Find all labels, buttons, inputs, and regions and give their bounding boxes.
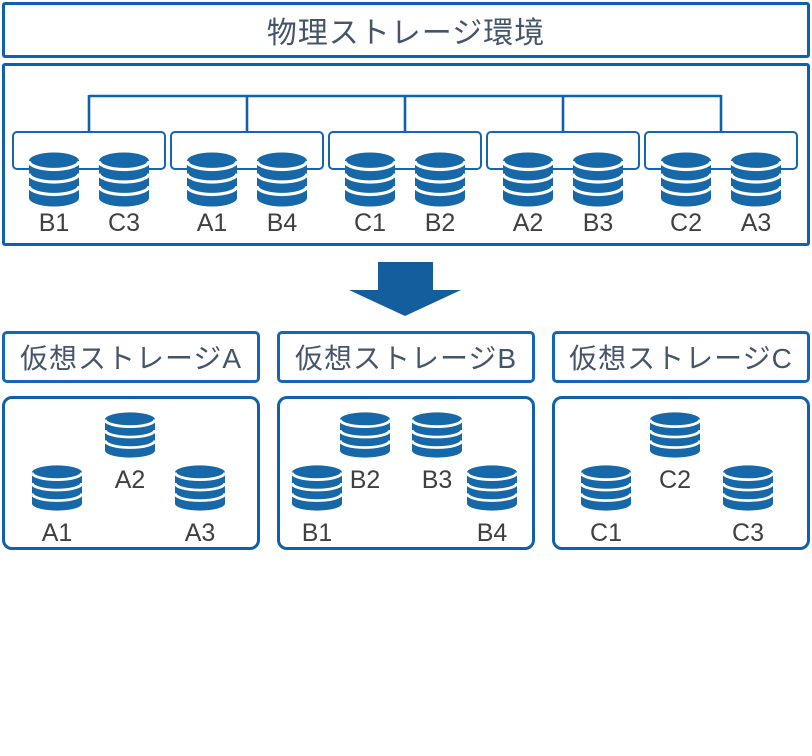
virtual-storage-c-title: 仮想ストレージC bbox=[552, 331, 810, 383]
disk-label: A3 bbox=[184, 519, 216, 547]
disk-icon bbox=[98, 152, 150, 207]
disk-icon bbox=[28, 152, 80, 207]
disk-label: C3 bbox=[732, 519, 764, 547]
disk-icon bbox=[722, 465, 774, 511]
disk-label: B2 bbox=[424, 209, 456, 237]
disk-icon bbox=[466, 465, 518, 511]
disk-unit: B4 bbox=[466, 465, 518, 548]
disk-label: C1 bbox=[354, 209, 386, 237]
server-unit: A1 B4 bbox=[170, 131, 324, 243]
disk-label: B3 bbox=[582, 209, 614, 237]
disk-unit: B2 bbox=[414, 152, 466, 238]
disk-unit: A2 bbox=[502, 152, 554, 238]
disk-icon bbox=[174, 465, 226, 511]
disk-icon bbox=[104, 412, 156, 458]
disk-icon bbox=[256, 152, 308, 207]
virtual-storage-group-a: 仮想ストレージA A2 A1 A3 bbox=[2, 331, 260, 550]
disk-unit: A3 bbox=[174, 465, 226, 548]
disk-icon bbox=[186, 152, 238, 207]
disk-unit: A3 bbox=[730, 152, 782, 238]
disk-unit: C2 bbox=[649, 412, 701, 495]
disk-icon bbox=[31, 465, 83, 511]
disk-icon bbox=[344, 152, 396, 207]
disk-icon bbox=[730, 152, 782, 207]
disk-unit: B3 bbox=[411, 412, 463, 495]
disk-label: C3 bbox=[108, 209, 140, 237]
disk-label: B1 bbox=[301, 519, 333, 547]
virtual-storage-c-box: C2 C1 C3 bbox=[552, 396, 810, 550]
disk-unit: A2 bbox=[104, 412, 156, 495]
physical-storage-box: B1 C3 A1 B4 C1 bbox=[2, 63, 810, 246]
disk-icon bbox=[339, 412, 391, 458]
server-unit: C2 A3 bbox=[644, 131, 798, 243]
disk-icon bbox=[649, 412, 701, 458]
disk-unit: A1 bbox=[31, 465, 83, 548]
disk-icon bbox=[291, 465, 343, 511]
disk-label: C2 bbox=[659, 466, 691, 494]
disk-unit: C3 bbox=[98, 152, 150, 238]
virtual-storage-group-b: 仮想ストレージB B2 B3 B1 B4 bbox=[277, 331, 535, 550]
disk-icon bbox=[414, 152, 466, 207]
virtual-storage-a-box: A2 A1 A3 bbox=[2, 396, 260, 550]
disk-label: B4 bbox=[266, 209, 298, 237]
disk-label: A2 bbox=[114, 466, 146, 494]
virtual-storage-b-box: B2 B3 B1 B4 bbox=[277, 396, 535, 550]
disk-unit: C2 bbox=[660, 152, 712, 238]
disk-icon bbox=[580, 465, 632, 511]
disk-icon bbox=[502, 152, 554, 207]
virtual-storage-group-c: 仮想ストレージC C2 C1 C3 bbox=[552, 331, 810, 550]
disk-label: C2 bbox=[670, 209, 702, 237]
disk-unit: B4 bbox=[256, 152, 308, 238]
virtual-storage-a-title: 仮想ストレージA bbox=[2, 331, 260, 383]
disk-unit: B3 bbox=[572, 152, 624, 238]
disk-unit: C1 bbox=[344, 152, 396, 238]
physical-env-title-box: 物理ストレージ環境 bbox=[2, 2, 810, 58]
disk-unit: B1 bbox=[28, 152, 80, 238]
disk-icon bbox=[660, 152, 712, 207]
disk-label: B1 bbox=[38, 209, 70, 237]
server-unit: C1 B2 bbox=[328, 131, 482, 243]
disk-unit: C1 bbox=[580, 465, 632, 548]
disk-unit: C3 bbox=[722, 465, 774, 548]
disk-label: B4 bbox=[476, 519, 508, 547]
disk-icon bbox=[572, 152, 624, 207]
disk-icon bbox=[411, 412, 463, 458]
disk-label: A1 bbox=[196, 209, 228, 237]
disk-unit: B2 bbox=[339, 412, 391, 495]
server-unit: B1 C3 bbox=[12, 131, 166, 243]
disk-label: B3 bbox=[421, 466, 453, 494]
disk-label: B2 bbox=[349, 466, 381, 494]
bus-connector-lines bbox=[87, 94, 723, 132]
disk-label: A3 bbox=[740, 209, 772, 237]
disk-unit: B1 bbox=[291, 465, 343, 548]
disk-label: C1 bbox=[590, 519, 622, 547]
virtual-storage-b-title: 仮想ストレージB bbox=[277, 331, 535, 383]
disk-label: A1 bbox=[41, 519, 73, 547]
down-arrow-icon bbox=[349, 262, 461, 316]
disk-label: A2 bbox=[512, 209, 544, 237]
disk-unit: A1 bbox=[186, 152, 238, 238]
physical-env-title: 物理ストレージ環境 bbox=[266, 17, 546, 50]
server-unit: A2 B3 bbox=[486, 131, 640, 243]
